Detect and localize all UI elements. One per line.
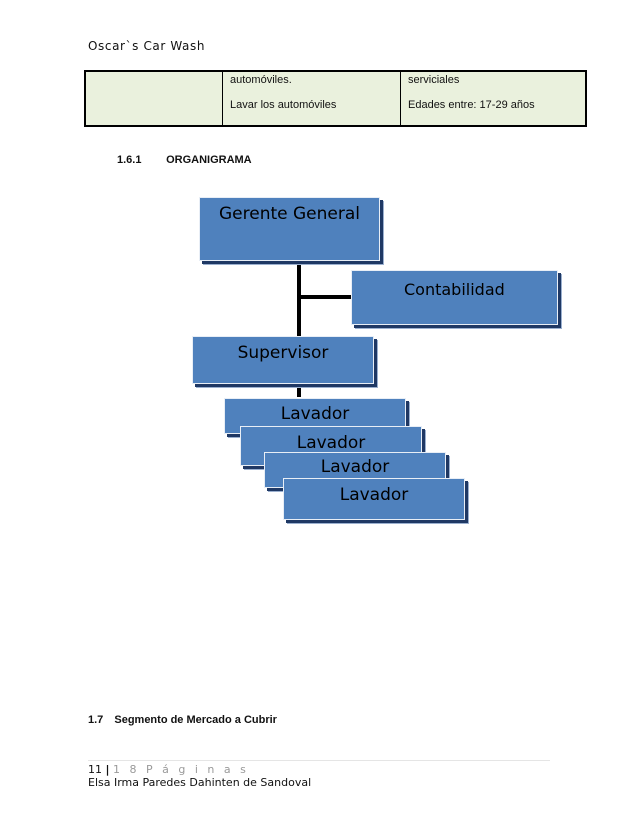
org-box-label: Contabilidad [404,280,505,299]
org-box-label: Supervisor [237,343,329,363]
org-connector-vertical [297,262,301,397]
footer-pages-label: 1 8 P á g i n a s [113,763,249,776]
footer-divider [88,760,550,761]
org-box-label: Lavador [296,433,366,453]
footer-separator: | [105,763,110,776]
section-title: Segmento de Mercado a Cubrir [114,714,277,726]
section-title: ORGANIGRAMA [166,154,252,166]
org-box-gerente-general: Gerente General [199,197,380,261]
org-box-label: Lavador [320,457,390,477]
org-box-lavador: Lavador [283,478,465,520]
table-cell-line: Edades entre: 17-29 años [408,99,535,111]
table-fragment: automóviles. Lavar los automóviles servi… [84,70,587,127]
footer-author: Elsa Irma Paredes Dahinten de Sandoval [88,776,312,789]
document-header-title: Oscar`s Car Wash [88,39,206,53]
table-cell-activities: automóviles. Lavar los automóviles [223,72,401,125]
section-heading-organigrama: 1.6.1 ORGANIGRAMA [117,154,252,166]
org-connector-horizontal [299,295,351,299]
org-box-label: Lavador [280,404,350,424]
org-box-label: Gerente General [218,204,360,224]
table-cell-line: automóviles. [230,74,292,86]
footer-page-number: 11 [88,763,102,776]
table-cell-profile: serviciales Edades entre: 17-29 años [401,72,587,125]
footer-page-indicator: 11 | 1 8 P á g i n a s [88,763,249,776]
org-box-label: Lavador [339,485,409,505]
section-number: 1.7 [88,714,104,726]
org-box-contabilidad: Contabilidad [351,270,558,325]
org-box-supervisor: Supervisor [192,336,374,384]
table-cell-line: Lavar los automóviles [230,99,337,111]
section-heading-segmento: 1.7 Segmento de Mercado a Cubrir [88,714,277,726]
table-cell-line: serviciales [408,74,460,86]
section-number: 1.6.1 [117,154,142,166]
table-cell-empty [86,72,223,125]
